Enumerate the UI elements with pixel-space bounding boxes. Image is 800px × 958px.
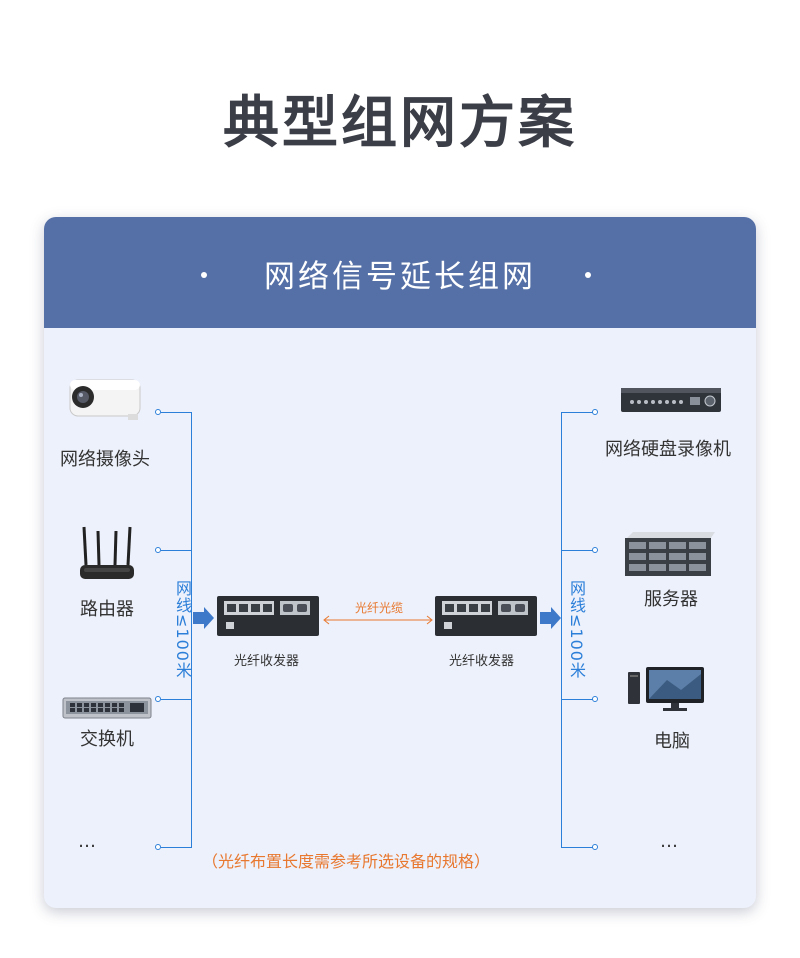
left-connector-1 (155, 409, 161, 415)
right-connector-1 (592, 409, 598, 415)
right-device-label-computer: 电脑 (654, 731, 690, 752)
right-connector-2 (592, 547, 598, 553)
network-diagram-panel: 网络信号延长组网 网络摄像头 路由器 交换机 … (44, 217, 756, 908)
left-cable-label: 网线≤100米 (173, 580, 192, 679)
transceiver-left-icon (217, 596, 319, 636)
nvr-icon (621, 388, 721, 412)
right-branch-1 (561, 412, 593, 413)
left-device-label-switch: 交换机 (80, 729, 134, 750)
left-device-label-camera: 网络摄像头 (60, 449, 150, 470)
right-connector-4 (592, 844, 598, 850)
left-connector-4 (155, 844, 161, 850)
left-branch-3 (161, 699, 191, 700)
left-branch-1 (161, 412, 191, 413)
panel-title: 网络信号延长组网 (264, 259, 536, 295)
left-connector-3 (155, 696, 161, 702)
right-device-label-more: … (660, 831, 678, 852)
fiber-length-note: （光纤布置长度需参考所选设备的规格） (202, 852, 491, 871)
left-device-label-more: … (78, 831, 96, 852)
ip-camera-icon (69, 379, 141, 420)
transceiver-left-label: 光纤收发器 (234, 654, 300, 669)
panel-header: 网络信号延长组网 (44, 217, 756, 328)
left-connector-2 (155, 547, 161, 553)
header-dot-right (585, 272, 591, 278)
fiber-label: 光纤光缆 (355, 601, 404, 615)
right-cable-label: 网线≤100米 (567, 580, 586, 679)
transceiver-right-icon (435, 596, 537, 636)
computer-icon (628, 667, 704, 711)
server-icon (625, 532, 715, 576)
right-device-label-nvr: 网络硬盘录像机 (605, 439, 731, 460)
left-device-label-router: 路由器 (80, 599, 134, 620)
right-branch-3 (561, 699, 593, 700)
left-branch-4 (161, 847, 191, 848)
right-branch-4 (561, 847, 593, 848)
transceiver-right-label: 光纤收发器 (449, 654, 515, 669)
left-arrow-icon (193, 607, 214, 629)
right-connector-3 (592, 696, 598, 702)
switch-icon (62, 697, 152, 719)
left-branch-2 (161, 550, 191, 551)
router-icon (80, 526, 134, 579)
right-cable-bus (561, 412, 562, 848)
page-title: 典型组网方案 (223, 91, 577, 156)
right-device-label-server: 服务器 (644, 589, 698, 610)
fiber-double-arrow-icon (323, 615, 433, 625)
left-cable-bus (191, 412, 192, 848)
right-arrow-icon (540, 607, 561, 629)
header-dot-left (201, 272, 207, 278)
right-branch-2 (561, 550, 593, 551)
